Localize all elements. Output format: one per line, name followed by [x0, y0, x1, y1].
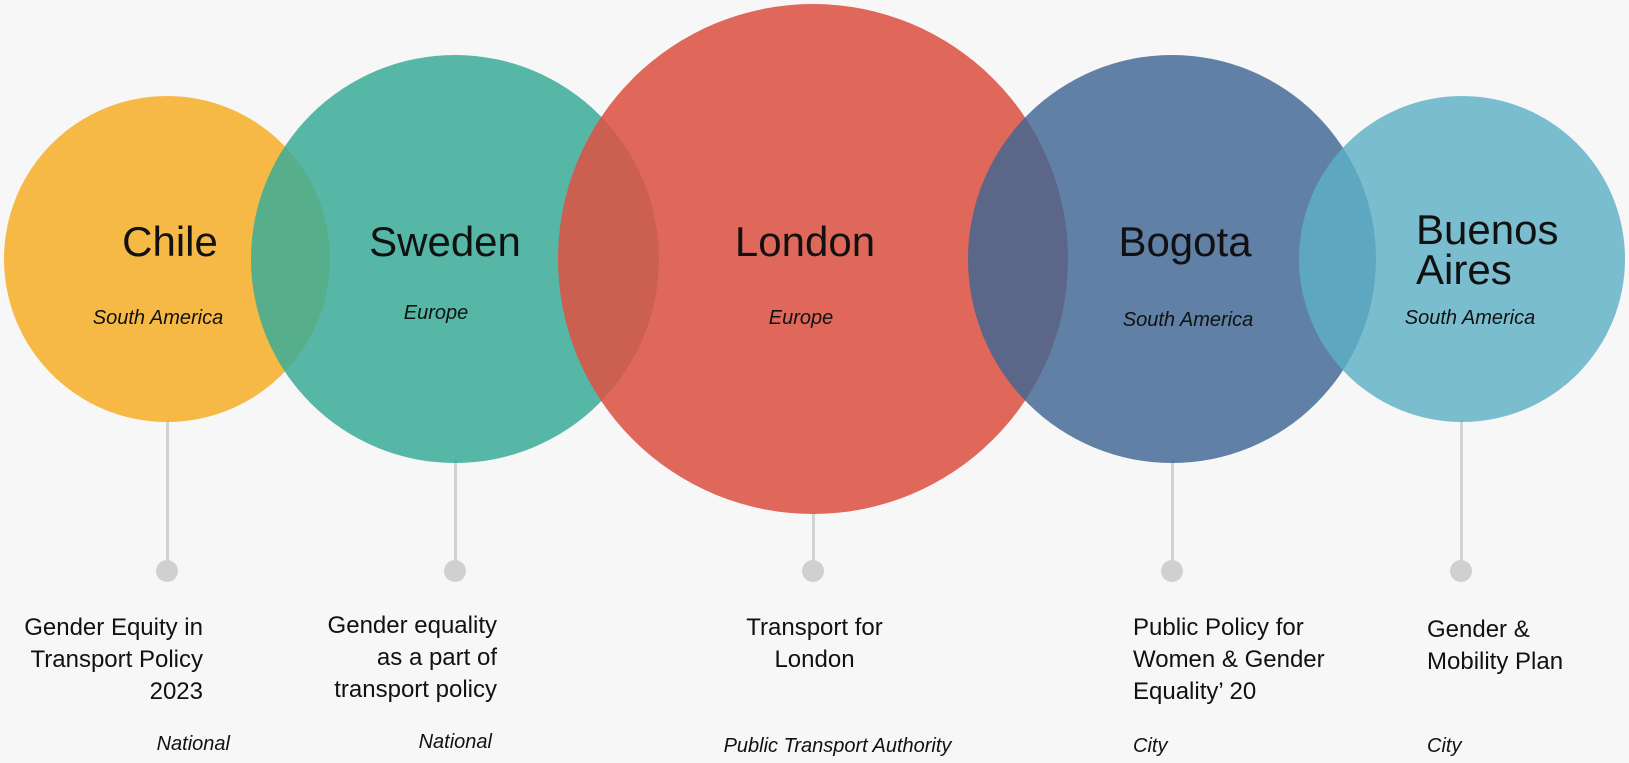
policy-title-sweden: Gender equality as a part of transport p…	[327, 612, 497, 703]
connector-line-sweden	[454, 460, 457, 570]
circle-buenos-aires	[1299, 96, 1625, 422]
connector-dot-london	[802, 560, 824, 582]
city-name-bogota: Bogota	[1118, 218, 1252, 265]
region-label-london: Europe	[768, 307, 834, 329]
connector-dot-sweden	[444, 560, 466, 582]
policy-title-chile: Gender Equity in Transport Policy 2023	[24, 614, 203, 705]
country-name-chile: Chile	[122, 218, 218, 265]
region-label-chile: South America	[92, 307, 224, 329]
country-name-sweden: Sweden	[369, 218, 521, 265]
connector-line-chile	[166, 420, 169, 570]
circle-sweden	[251, 55, 659, 463]
connector-dot-buenos-aires	[1450, 560, 1472, 582]
circle-chile	[4, 96, 330, 422]
circle-london	[558, 4, 1068, 514]
scope-label-sweden: National	[418, 731, 492, 753]
city-name-buenos-aires: Buenos Aires	[1416, 206, 1559, 293]
scope-label-london: Public Transport Authority	[723, 735, 952, 757]
connector-line-bogota	[1171, 460, 1174, 570]
region-label-bogota: South America	[1122, 309, 1254, 331]
scope-label-chile: National	[156, 733, 230, 755]
region-label-sweden: Europe	[403, 302, 469, 324]
connector-dot-bogota	[1161, 560, 1183, 582]
circle-bogota	[968, 55, 1376, 463]
connector-line-buenos-aires	[1460, 420, 1463, 570]
policy-title-london: Transport for London	[746, 614, 883, 673]
scope-label-bogota: City	[1133, 735, 1168, 757]
connector-dot-chile	[156, 560, 178, 582]
policy-title-buenos-aires: Gender & Mobility Plan	[1427, 616, 1564, 675]
city-name-london: London	[734, 218, 876, 265]
policy-title-bogota: Public Policy for Women & Gender Equalit…	[1133, 614, 1325, 705]
connector-line-london	[812, 510, 815, 570]
region-label-buenos-aires: South America	[1404, 307, 1536, 329]
scope-label-buenos-aires: City	[1427, 735, 1462, 757]
